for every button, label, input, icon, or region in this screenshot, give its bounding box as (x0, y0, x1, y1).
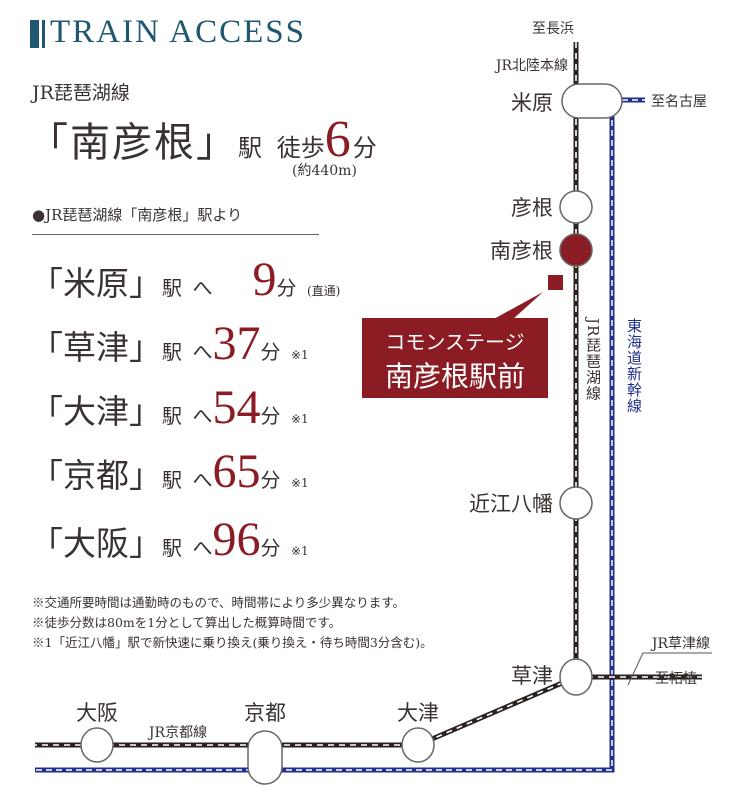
kyoto-line-label: JR京都線 (147, 725, 207, 741)
route-unit: 分 (276, 276, 297, 300)
route-minutes: 54 (212, 381, 261, 434)
route-minutes: 37 (212, 317, 261, 370)
route-unit: 分 (260, 468, 281, 492)
station-omi-hachiman-marker[interactable] (559, 486, 593, 520)
route-minutes: 9 (252, 253, 277, 306)
property-callout: コモンステージ 南彦根駅前 (362, 318, 548, 398)
route-unit: 分 (260, 536, 281, 560)
station-name: 「南彦根」 (28, 120, 238, 166)
walk-label: 徒歩 (276, 134, 325, 162)
station-otsu-marker[interactable] (401, 727, 435, 763)
station-kusatsu-marker[interactable] (559, 658, 593, 696)
property-marker-icon (548, 275, 563, 290)
route-dest: 「草津」 (30, 328, 162, 367)
route-note: (直通) (307, 284, 341, 298)
route-note: ※1 (291, 476, 309, 490)
route-to: へ (192, 536, 213, 560)
route-eki: 駅 (162, 536, 182, 560)
to-nagahama-label: 至長浜 (532, 21, 574, 37)
route-dest: 「大津」 (30, 392, 162, 431)
station-maibara-label: 米原 (511, 91, 553, 115)
route-minutes: 96 (212, 513, 261, 566)
route-eki: 駅 (162, 404, 182, 428)
station-minami-hikone-marker[interactable] (559, 233, 593, 267)
route-note: ※1 (291, 348, 309, 362)
title-bar-icon (30, 20, 42, 48)
route-row: 「草津」駅 へ37分 ※1 (30, 316, 309, 371)
minutes-unit: 分 (352, 134, 377, 162)
route-minutes: 65 (212, 445, 261, 498)
property-name-line2: 南彦根駅前 (384, 360, 525, 393)
route-unit: 分 (260, 340, 281, 364)
route-to: へ (192, 340, 213, 364)
note: ※1「近江八幡」駅で新快速に乗り換え(乗り換え・待ち時間3分含む)。 (32, 635, 433, 650)
route-eki: 駅 (162, 340, 182, 364)
from-label: ●JR琵琶湖線「南彦根」駅より (32, 206, 243, 224)
route-eki: 駅 (162, 276, 182, 300)
route-to: へ (192, 468, 213, 492)
to-tsuge-label: 至柘植 (655, 671, 697, 687)
walk-minutes: 6 (324, 111, 353, 168)
station-maibara-marker[interactable] (561, 83, 623, 119)
station-kyoto-marker[interactable] (247, 730, 283, 785)
route-row: 「大阪」駅 へ96分 ※1 (30, 512, 309, 567)
note: ※徒歩分数は80mを1分として算出した概算時間です。 (32, 615, 342, 630)
shinkansen-vertical-label: 東海道新幹線 (625, 318, 643, 414)
note: ※交通所要時間は通勤時のもので、時間帯により多少異なります。 (32, 595, 406, 610)
route-note: ※1 (291, 544, 309, 558)
station-osaka-label: 大阪 (76, 701, 118, 725)
line-name: JR琵琶湖線 (32, 82, 130, 104)
route-dest: 「大阪」 (30, 524, 162, 563)
station-otsu-label: 大津 (397, 701, 439, 725)
route-row: 「大津」駅 へ54分 ※1 (30, 380, 309, 435)
route-row: 「米原」駅 へ 9分 (直通) (30, 252, 340, 307)
station-walk-info: 「南彦根」駅 徒歩6分 (28, 110, 377, 169)
route-row: 「京都」駅 へ65分 ※1 (30, 444, 309, 499)
station-kyoto-label: 京都 (244, 701, 286, 725)
station-kusatsu-label: 草津 (511, 664, 553, 688)
jr-lines (35, 42, 712, 748)
route-to: へ (192, 404, 213, 428)
station-osaka-marker[interactable] (80, 727, 114, 763)
route-to: へ (192, 276, 213, 300)
route-eki: 駅 (162, 468, 182, 492)
shinkansen-line (35, 97, 645, 773)
divider (32, 234, 319, 235)
biwako-line-vertical-label: JR琵琶湖線 (584, 318, 602, 402)
kusatsu-line-label: JR草津線 (650, 636, 710, 652)
route-note: ※1 (291, 412, 309, 426)
page-title: TRAIN ACCESS (50, 14, 306, 50)
route-unit: 分 (260, 404, 281, 428)
station-hikone-label: 彦根 (511, 196, 553, 220)
station-minami-hikone-label: 南彦根 (490, 239, 553, 263)
station-hikone-marker[interactable] (559, 190, 593, 224)
walk-distance: (約440m) (292, 163, 357, 179)
route-dest: 「京都」 (30, 456, 162, 495)
hokuriku-line-label: JR北陸本線 (494, 58, 568, 74)
property-name-line1: コモンステージ (385, 330, 525, 354)
station-omi-hachiman-label: 近江八幡 (469, 492, 553, 516)
notes: ※交通所要時間は通勤時のもので、時間帯により多少異なります。 ※徒歩分数は80m… (32, 593, 433, 653)
callout-pointer (492, 292, 543, 320)
to-nagoya-label: 至名古屋 (651, 94, 707, 110)
eki-label: 駅 (238, 134, 262, 162)
route-dest: 「米原」 (30, 264, 162, 303)
